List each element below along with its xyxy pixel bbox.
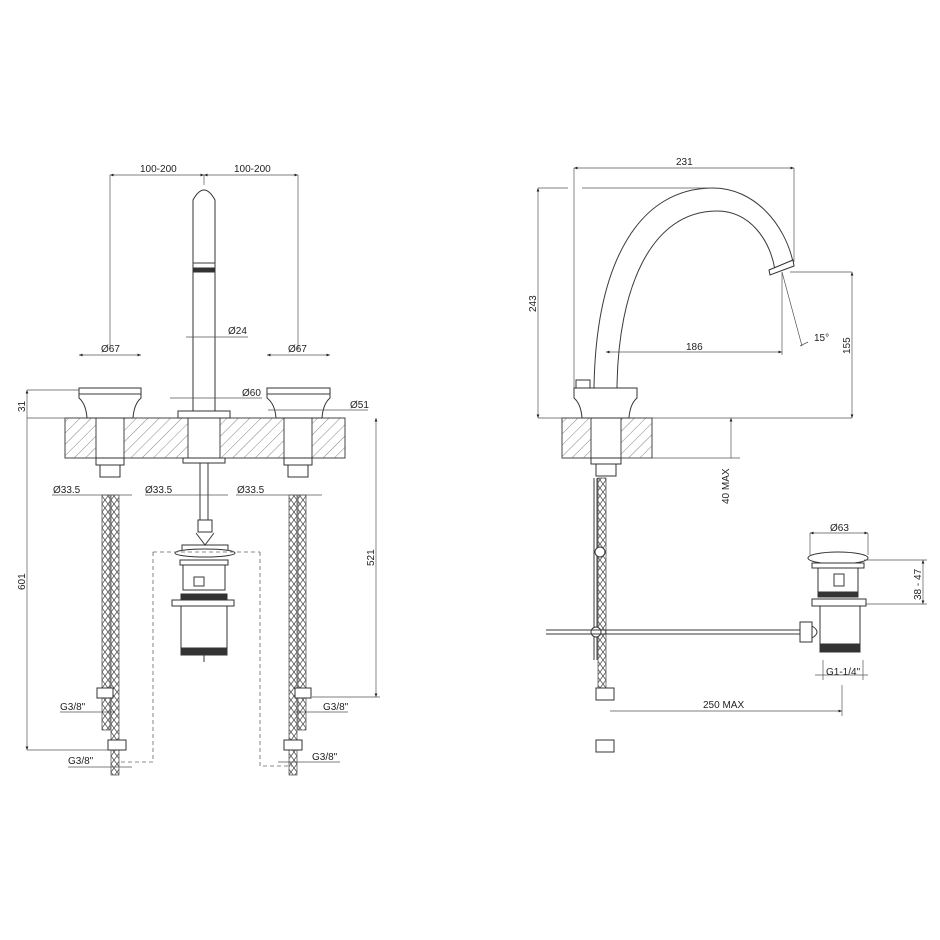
dim-outlet-height: 155: [842, 337, 853, 354]
dim-flow-angle: 15°: [814, 333, 829, 344]
dim-hose-length: 521: [366, 549, 377, 566]
front-dimensions: [25, 173, 380, 768]
dim-handle-height: 31: [17, 400, 28, 412]
dim-spacing-left: 100-200: [140, 164, 177, 175]
pop-up-waste-side: [799, 551, 869, 653]
right-supply-hoses: [283, 494, 312, 776]
dim-waste-diameter: Ø63: [830, 523, 849, 534]
dim-spacing-right: 100-200: [234, 164, 271, 175]
dim-spout-diameter: Ø24: [228, 326, 247, 337]
dim-deck-thickness: 40 MAX: [721, 468, 732, 504]
side-view: 231 243 186 15° 155 40 MAX Ø63 38 - 47 G…: [528, 157, 927, 753]
dim-waste-thread: G1-1/4": [826, 667, 861, 678]
dim-spout-projection: 186: [686, 342, 703, 353]
right-handle: [266, 387, 331, 419]
dim-spout-reach: 231: [676, 157, 693, 168]
dim-conn-left-upper: G3/8": [60, 702, 86, 713]
side-dimensions: [536, 166, 927, 716]
dim-waste-height: 38 - 47: [913, 568, 924, 600]
deck-section: [64, 417, 346, 459]
left-supply-hoses: [96, 494, 127, 776]
dim-handle-base-diameter: Ø51: [350, 400, 369, 411]
dim-conn-right-lower: G3/8": [312, 752, 338, 763]
spout: [177, 189, 231, 419]
dim-shank-right: Ø33.5: [237, 485, 265, 496]
front-view: 100-200 100-200 Ø24 Ø67 Ø67 Ø60 Ø51 31 Ø…: [17, 164, 380, 776]
dim-conn-left-lower: G3/8": [68, 756, 94, 767]
left-handle: [78, 387, 142, 419]
dim-total-length: 601: [17, 573, 28, 590]
dim-rod-length: 250 MAX: [703, 700, 744, 711]
dim-shank-left: Ø33.5: [53, 485, 81, 496]
dim-spout-base-diameter: Ø60: [242, 388, 261, 399]
pop-up-waste-front: [118, 463, 292, 767]
dim-spout-height: 243: [528, 295, 539, 312]
dim-conn-right-upper: G3/8": [323, 702, 349, 713]
dim-handle-right-diameter: Ø67: [288, 344, 307, 355]
side-deck-section: [561, 417, 653, 459]
arched-spout: [573, 187, 795, 419]
dim-shank-center: Ø33.5: [145, 485, 173, 496]
dim-handle-left-diameter: Ø67: [101, 344, 120, 355]
